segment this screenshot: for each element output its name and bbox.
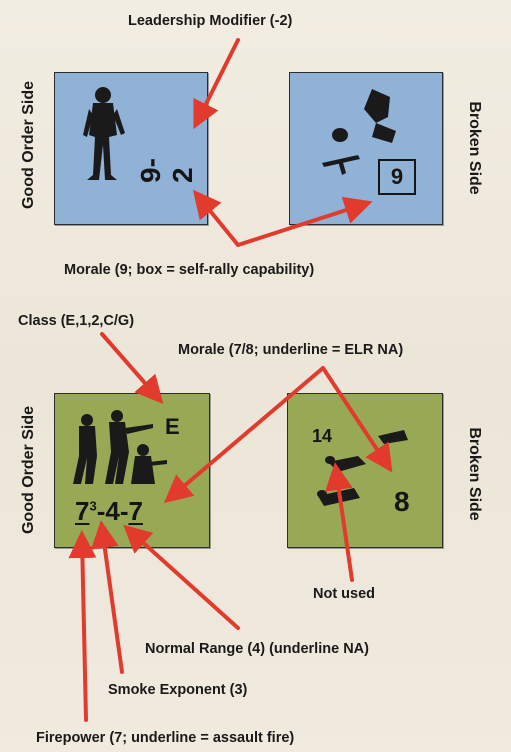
arrow-smoke-exponent [90,520,124,674]
arrow-top-morale-left [192,189,240,247]
leader-counter-good-order: 9-2 [54,72,208,225]
firepower-value: 7 [75,496,90,526]
smoke-exponent-value: 3 [89,498,97,514]
arrow-firepower [68,530,97,722]
arrow-leadership-modifier [193,38,240,130]
normal-range-label: Normal Range (4) (underline NA) [145,641,369,657]
arrow-not-used [325,462,354,582]
arrow-top-morale-right [236,196,373,247]
broken-morale-value: 8 [394,486,410,517]
squad-figures-icon [73,410,167,484]
arrow-normal-range [123,524,240,630]
class-label: Class (E,1,2,C/G) [18,313,135,329]
self-rally-morale-box: 9 [378,159,416,195]
squad-strength-factors: 73-4-7 [75,496,143,527]
bottom-morale-label: Morale (7/8; underline = ELR NA) [178,342,404,358]
arrow-class [100,332,164,405]
firepower-label: Firepower (7; underline = assault fire) [36,730,295,746]
squad-counter-good-order: E 73-4-7 [54,393,210,548]
squad-morale-value: 7 [128,496,143,526]
smoke-exponent-label: Smoke Exponent (3) [108,682,248,698]
arrow-bottom-morale-left [163,366,325,504]
squad-counter-broken: 14 8 [287,393,443,548]
not-used-label: Not used [313,586,376,602]
arrow-bottom-morale-right [321,366,393,473]
leadership-modifier-label: Leadership Modifier (-2) [128,13,293,29]
leader-figure-icon [83,87,125,180]
broken-leader-figure-icon [322,89,396,175]
top-morale-label: Morale (9; box = self-rally capability) [64,262,315,278]
squad-class-letter: E [165,414,180,439]
broken-unused-value: 14 [312,426,333,446]
